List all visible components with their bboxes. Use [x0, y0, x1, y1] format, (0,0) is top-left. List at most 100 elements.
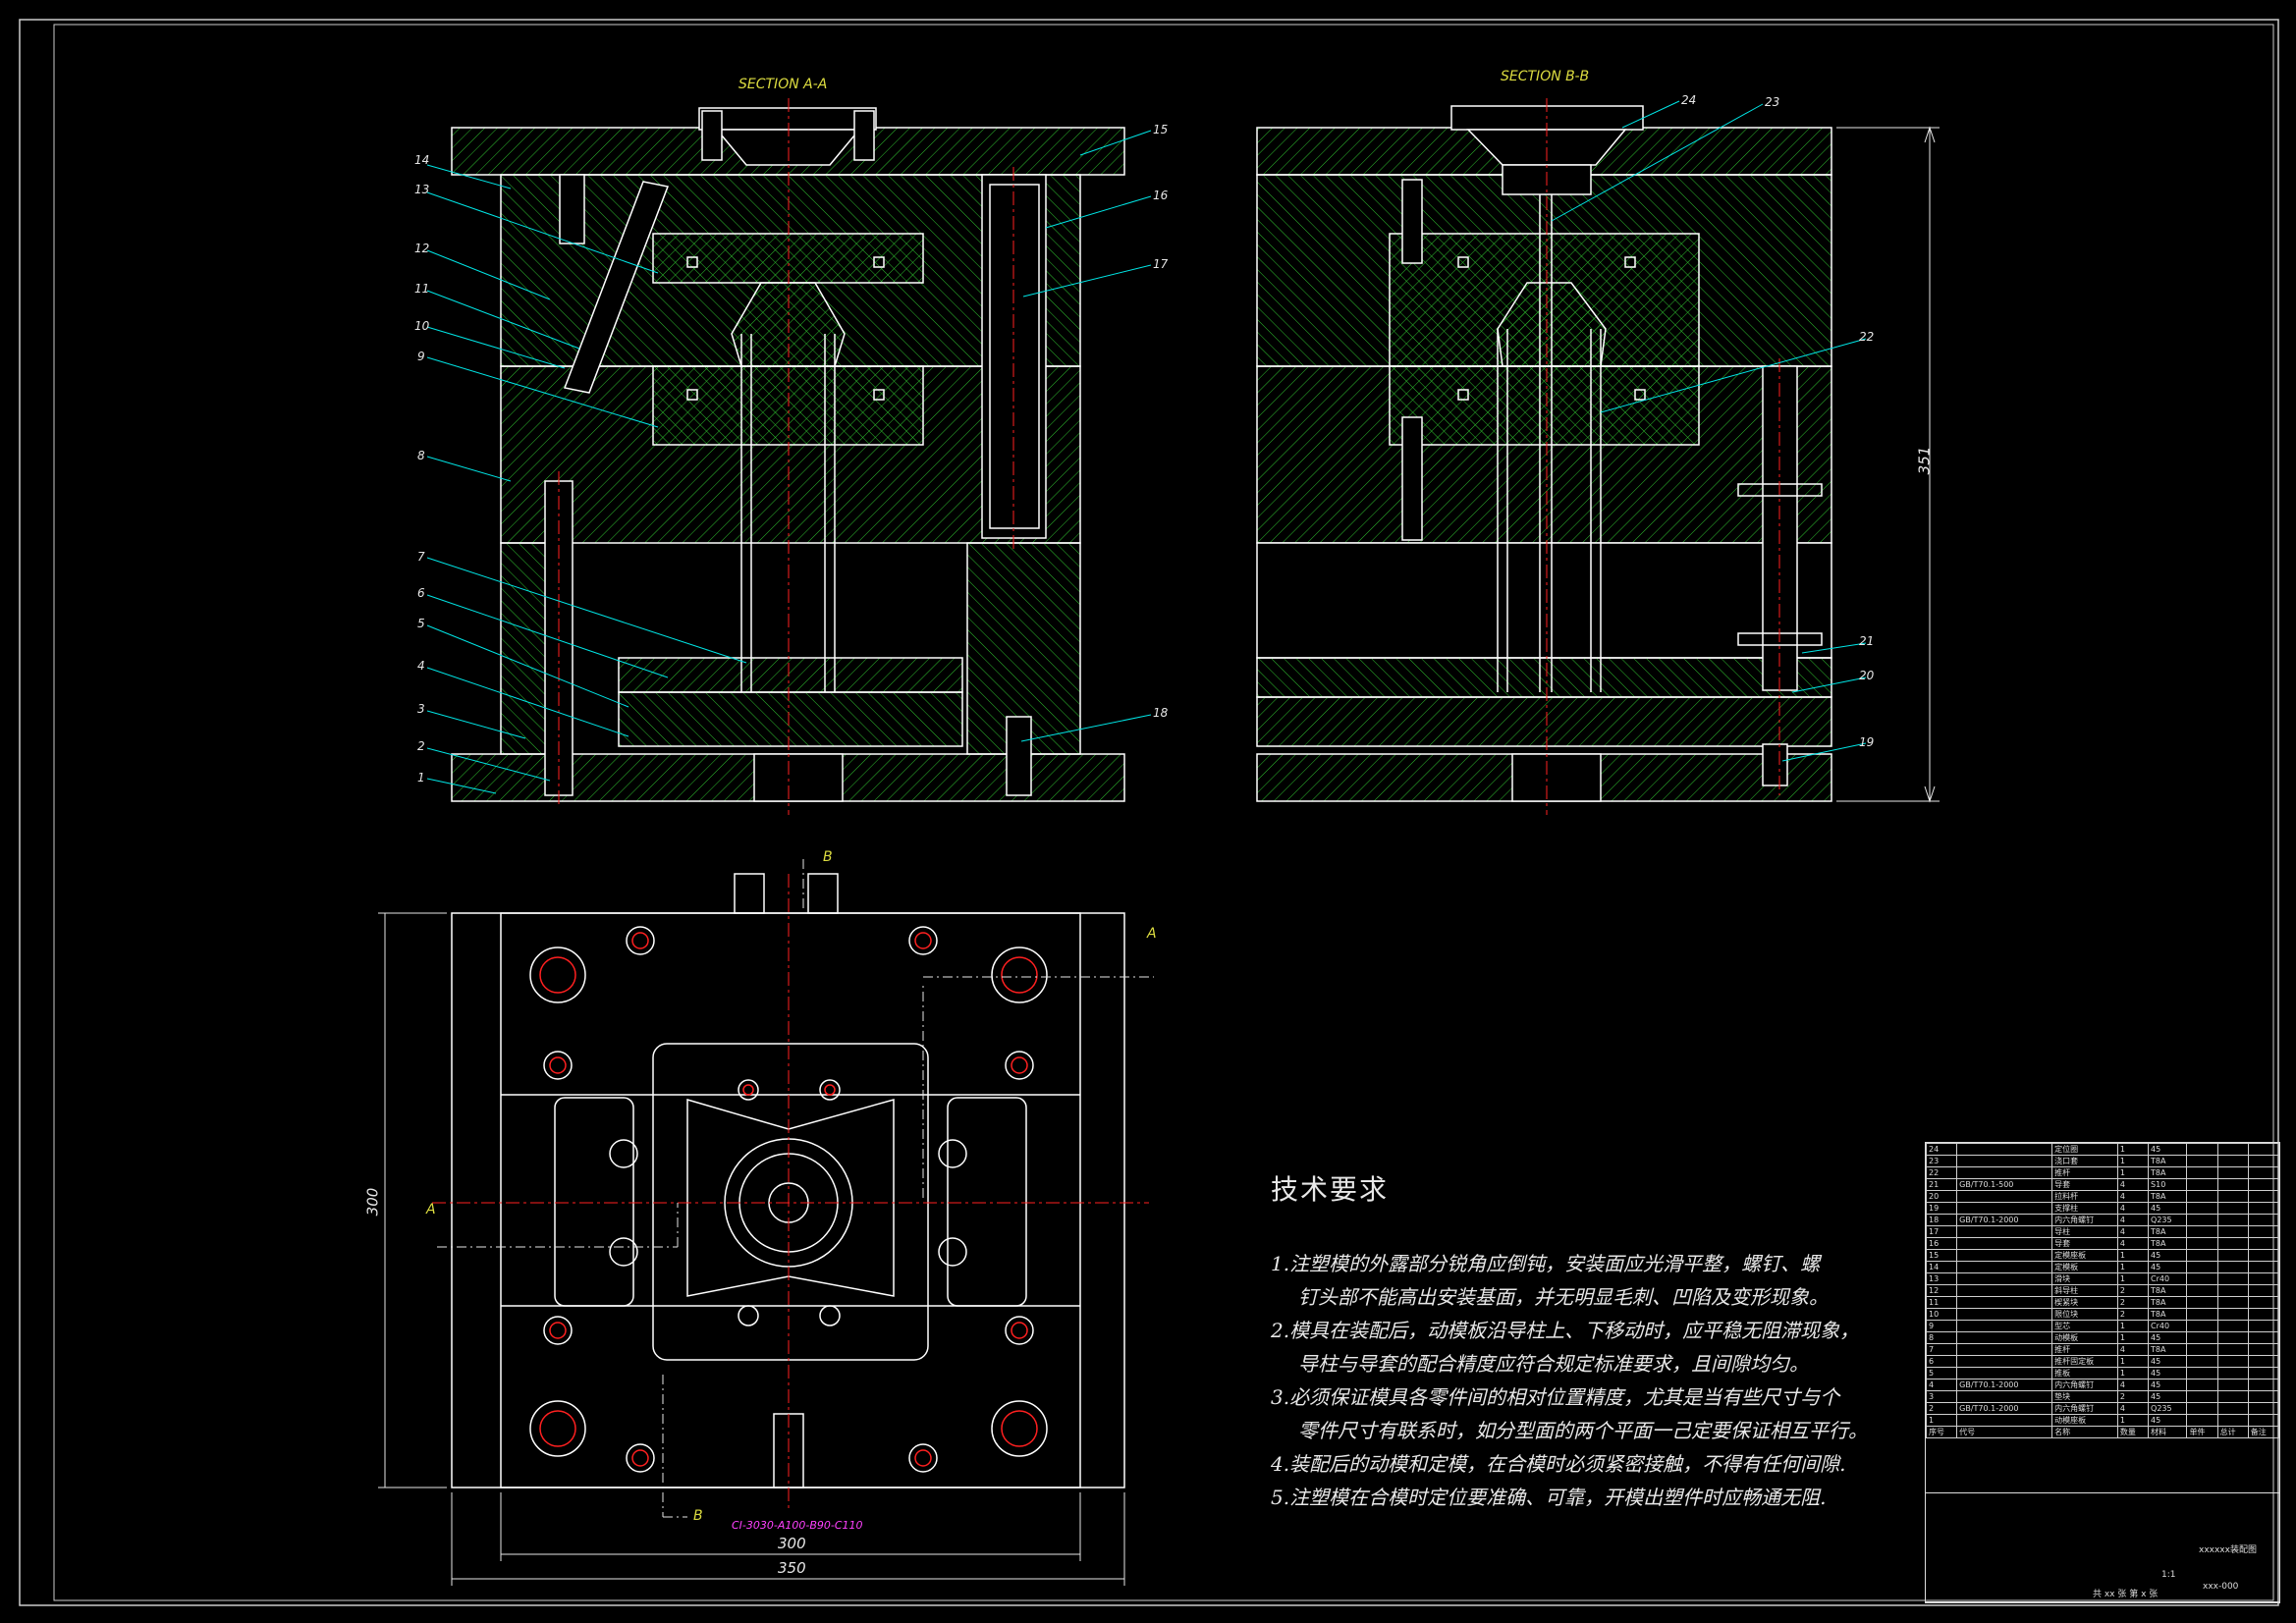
parts-cell-empty: [2186, 1272, 2218, 1285]
parts-cell-empty: [2186, 1143, 2218, 1156]
callout-18: 18: [1153, 706, 1169, 720]
parts-cell-mat: 45: [2148, 1379, 2188, 1391]
parts-cell-empty: [2216, 1320, 2249, 1332]
callout-9: 9: [417, 350, 425, 363]
parts-cell-qty: 4: [2116, 1214, 2150, 1226]
callout-17: 17: [1153, 257, 1169, 271]
plan-hole: [991, 1400, 1048, 1457]
parts-cell-qty: 1: [2116, 1261, 2150, 1273]
parts-cell-mat: 45: [2148, 1202, 2188, 1215]
parts-cell-empty: [2216, 1272, 2249, 1285]
parts-cell-empty: [2216, 1166, 2249, 1179]
plan-hole: [738, 1305, 759, 1326]
parts-cell-empty: [2216, 1225, 2249, 1238]
parts-cell-empty: [2186, 1284, 2218, 1297]
parts-cell-no: 12: [1925, 1284, 1958, 1297]
parts-cell-no: 18: [1925, 1214, 1958, 1226]
parts-cell-code: [1956, 1296, 2053, 1309]
callout-10: 10: [414, 319, 430, 333]
plan-hole-inner: [742, 1084, 754, 1096]
parts-cell-empty: [2216, 1178, 2249, 1191]
parts-cell-empty: [2216, 1190, 2249, 1203]
parts-cell-empty: [2186, 1202, 2218, 1215]
plan-centerlines: [432, 874, 1149, 1512]
technical-requirements: 技术要求 1.注塑模的外露部分锐角应倒钝，安装面应光滑平整，螺钉、螺 钉头部不能…: [1271, 1168, 1868, 1514]
parts-cell-empty: [2247, 1178, 2280, 1191]
callout-19: 19: [1859, 735, 1875, 749]
callout-14: 14: [414, 153, 430, 167]
tech-item-5: 5.注塑模在合模时定位要准确、可靠，开模出塑件时应畅通无阻.: [1271, 1486, 1827, 1509]
parts-cell-no: 17: [1925, 1225, 1958, 1238]
parts-cell-name: 推杆: [2051, 1166, 2118, 1179]
parts-cell-code: [1956, 1202, 2053, 1215]
callout-4: 4: [417, 659, 425, 673]
parts-cell-qty: 1: [2116, 1367, 2150, 1380]
parts-cell-name: 斜导柱: [2051, 1284, 2118, 1297]
parts-cell-no: 9: [1925, 1320, 1958, 1332]
plan-hole: [1005, 1316, 1034, 1345]
parts-cell-empty: [2186, 1402, 2218, 1415]
callout-1: 1: [417, 771, 425, 784]
parts-cell-code: [1956, 1414, 2053, 1427]
parts-cell-no: 13: [1925, 1272, 1958, 1285]
plan-holes: [529, 926, 1048, 1473]
section-bb-centerlines: [1546, 98, 1780, 815]
parts-cell-empty: [2247, 1390, 2280, 1403]
mold-base-code: CI-3030-A100-B90-C110: [732, 1519, 863, 1532]
callout-7: 7: [417, 550, 425, 564]
parts-cell-empty: [2186, 1308, 2218, 1321]
parts-cell-name: 型芯: [2051, 1320, 2118, 1332]
parts-cell-empty: [2247, 1261, 2280, 1273]
parts-cell-empty: [2216, 1143, 2249, 1156]
parts-cell-code: [1956, 1284, 2053, 1297]
parts-cell-empty: [2247, 1402, 2280, 1415]
parts-cell-empty: [2216, 1296, 2249, 1309]
parts-cell-name: 楔紧块: [2051, 1296, 2118, 1309]
parts-cell-qty: 4: [2116, 1379, 2150, 1391]
plan-hole-inner: [1011, 1056, 1028, 1074]
tech-title: 技术要求: [1271, 1173, 1390, 1206]
plan-hole: [938, 1237, 967, 1267]
parts-cell-name: 动模板: [2051, 1331, 2118, 1344]
parts-cell-empty: [2247, 1284, 2280, 1297]
parts-cell-qty: 1: [2116, 1331, 2150, 1344]
parts-cell-qty: 4: [2116, 1190, 2150, 1203]
parts-cell-empty: [2247, 1143, 2280, 1156]
parts-cell-qty: 4: [2116, 1402, 2150, 1415]
parts-cell-code: [1956, 1390, 2053, 1403]
plan-hole-inner: [539, 956, 576, 994]
parts-cell-qty: 4: [2116, 1202, 2150, 1215]
parts-cell-mat: 45: [2148, 1367, 2188, 1380]
parts-cell-empty: [2216, 1367, 2249, 1380]
parts-cell-code: [1956, 1355, 2053, 1368]
tech-item-1b: 钉头部不能高出安装基面，并无明显毛刺、凹陷及变形现象。: [1298, 1285, 1829, 1309]
callout-21: 21: [1859, 634, 1875, 648]
plan-hole: [908, 926, 938, 955]
parts-cell-no: 21: [1925, 1178, 1958, 1191]
parts-cell-code: [1956, 1155, 2053, 1167]
header-unit-weight: 单件: [2186, 1426, 2218, 1438]
callout-5: 5: [417, 617, 425, 630]
parts-cell-mat: 45: [2148, 1390, 2188, 1403]
parts-cell-empty: [2216, 1355, 2249, 1368]
plan-hole-inner: [1011, 1322, 1028, 1339]
plan-hole-inner: [824, 1084, 836, 1096]
parts-cell-empty: [2216, 1214, 2249, 1226]
title-block: xxxxxx装配图 xxx-000 共 xx 张 第 x 张 1:1: [1925, 1492, 2280, 1602]
plan-hole-inner: [549, 1056, 567, 1074]
parts-cell-code: [1956, 1249, 2053, 1262]
leaders-aa: [426, 130, 1152, 794]
parts-cell-no: 4: [1925, 1379, 1958, 1391]
parts-cell-mat: T8A: [2148, 1308, 2188, 1321]
parts-cell-empty: [2216, 1202, 2249, 1215]
parts-cell-no: 2: [1925, 1402, 1958, 1415]
parts-cell-qty: 2: [2116, 1390, 2150, 1403]
parts-cell-qty: 4: [2116, 1178, 2150, 1191]
